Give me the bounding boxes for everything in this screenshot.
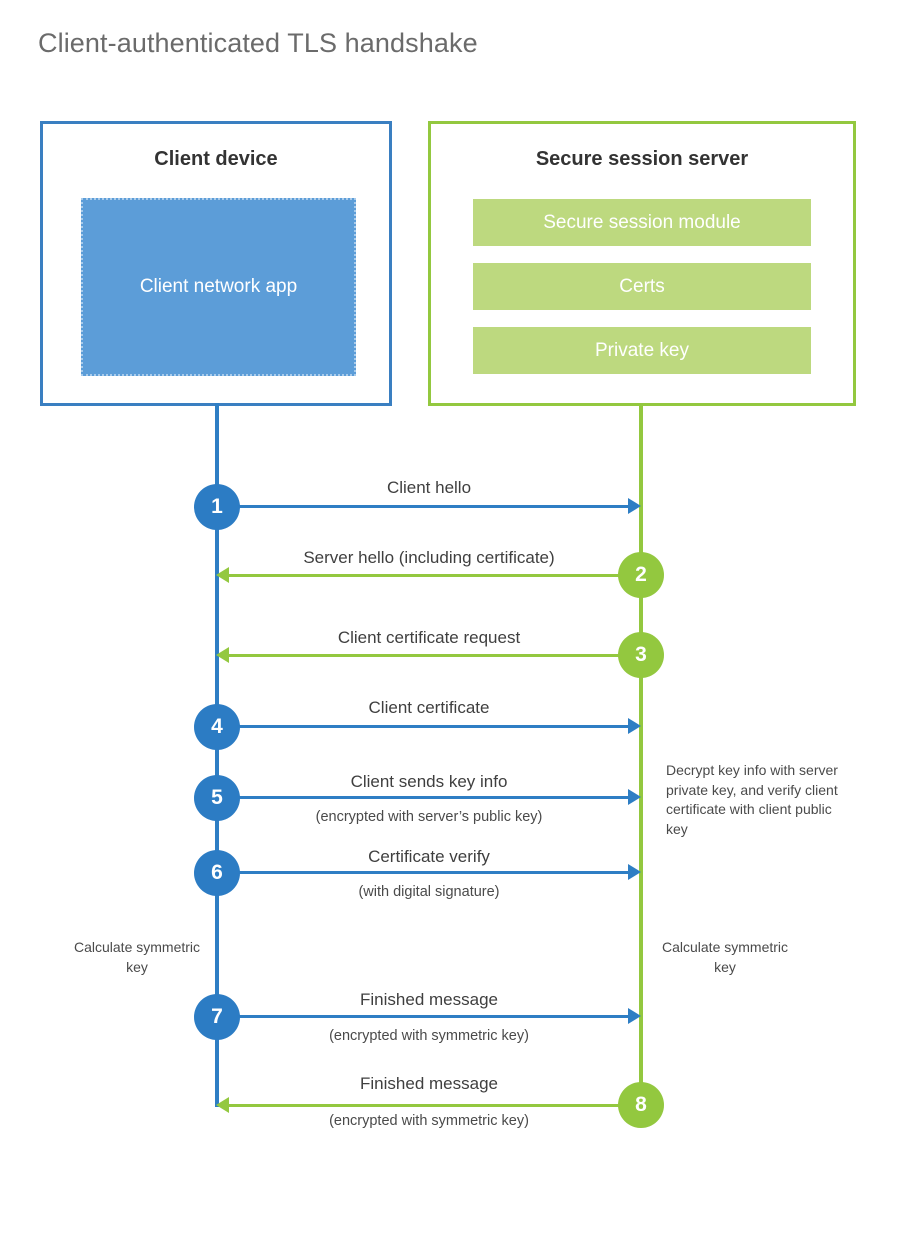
step-3-arrow-head [216, 647, 229, 663]
secure-session-server-title: Secure session server [535, 148, 749, 170]
step-2-arrow-head [216, 567, 229, 583]
step-2-label: Server hello (including certificate) [303, 548, 555, 567]
page-title: Client-authenticated TLS handshake [38, 28, 478, 58]
client-device-box: Client device Client network app [40, 121, 392, 406]
step-4-arrow-head [628, 718, 641, 734]
step-4-arrow-line [217, 725, 629, 728]
step-6-arrow-head [628, 864, 641, 880]
step-1-label: Client hello [386, 478, 472, 497]
step-8-badge[interactable]: 8 [618, 1082, 664, 1128]
step-5-label: Client sends key info [350, 772, 508, 791]
client-network-app-block: Client network app [81, 198, 356, 376]
step-7-arrow-head [628, 1008, 641, 1024]
step-4-label: Client certificate [368, 698, 490, 717]
step-8-arrow-head [216, 1097, 229, 1113]
step-1-arrow-line [217, 505, 629, 508]
server-lifeline [639, 403, 643, 1107]
server-module-private-key: Private key [473, 327, 811, 374]
step-8-label: Finished message [360, 1074, 498, 1093]
step-4-badge[interactable]: 4 [194, 704, 240, 750]
step-2-badge[interactable]: 2 [618, 552, 664, 598]
step-8-sublabel: (encrypted with symmetric key) [329, 1113, 529, 1129]
step-5-badge[interactable]: 5 [194, 775, 240, 821]
step-6-sublabel: (with digital signature) [358, 884, 500, 900]
step-3-arrow-line [228, 654, 641, 657]
step-7-arrow-line [217, 1015, 629, 1018]
step-8-arrow-line [228, 1104, 641, 1107]
server-module-secure-session-module: Secure session module [473, 199, 811, 246]
client-calculate-symmetric-key-note: Calculate symmetric key [73, 939, 201, 975]
server-decrypt-note: Decrypt key info with server private key… [666, 762, 838, 837]
client-device-title: Client device [154, 148, 278, 170]
step-7-label: Finished message [360, 990, 498, 1009]
step-1-arrow-head [628, 498, 641, 514]
step-2-arrow-line [228, 574, 641, 577]
step-1-badge[interactable]: 1 [194, 484, 240, 530]
step-5-arrow-head [628, 789, 641, 805]
server-module-certs: Certs [473, 263, 811, 310]
step-7-sublabel: (encrypted with symmetric key) [329, 1028, 529, 1044]
step-7-badge[interactable]: 7 [194, 994, 240, 1040]
step-5-sublabel: (encrypted with server’s public key) [315, 809, 543, 825]
step-6-arrow-line [217, 871, 629, 874]
server-calculate-symmetric-key-note: Calculate symmetric key [661, 939, 789, 975]
step-6-badge[interactable]: 6 [194, 850, 240, 896]
client-lifeline [215, 403, 219, 1107]
step-5-arrow-line [217, 796, 629, 799]
step-3-label: Client certificate request [337, 628, 521, 647]
secure-session-server-box: Secure session server Secure session mod… [428, 121, 856, 406]
step-6-label: Certificate verify [368, 847, 490, 866]
step-3-badge[interactable]: 3 [618, 632, 664, 678]
